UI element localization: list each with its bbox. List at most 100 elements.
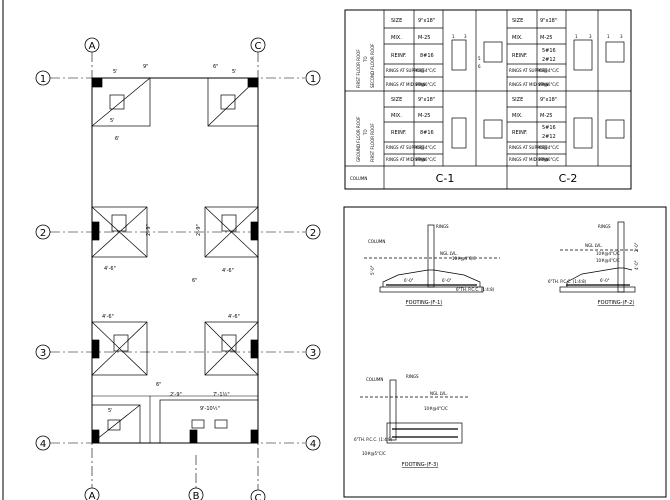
label-rings-support: RINGS AT SUPPORT bbox=[509, 145, 548, 150]
sec-num: 3 bbox=[620, 34, 623, 39]
label-rings-mid: RINGS AT MID SPAN bbox=[509, 82, 548, 87]
footing-bars-label: 10#@4"C/C bbox=[596, 251, 620, 256]
value-size: 9"x18" bbox=[418, 97, 435, 103]
footing-bars-label: 10#@4"C/C bbox=[424, 406, 448, 411]
label-mix: MIX. bbox=[512, 113, 523, 119]
value-reinf-bot: 2#12 bbox=[542, 57, 556, 63]
label-rings-support: RINGS AT SUPPORT bbox=[386, 68, 425, 73]
grid-label-1-left: 1 bbox=[40, 74, 46, 85]
value-reinf: 8#16 bbox=[420, 53, 434, 59]
footing-rings-label: RINGS bbox=[406, 374, 419, 379]
sec-num: 5 bbox=[478, 56, 481, 61]
footing-bars-label: 10#@5"C/C bbox=[362, 451, 386, 456]
value-rings-mid: #8@6"C/C bbox=[415, 157, 436, 162]
footing-pad-4b bbox=[159, 399, 259, 444]
footing-dim: 4'-0" bbox=[634, 260, 639, 270]
value-size: 9"x18" bbox=[540, 97, 557, 103]
label-mix: MIX. bbox=[391, 113, 402, 119]
footing-f1-section bbox=[364, 224, 500, 293]
value-mix: M-25 bbox=[540, 113, 552, 119]
value-reinf-top: 5#16 bbox=[542, 125, 556, 131]
dim-text: 6' bbox=[115, 136, 120, 142]
dim-text: 9'-10½" bbox=[200, 405, 220, 412]
footing-ngl-label: NGL LVL. bbox=[430, 391, 448, 396]
dim-text: 9" bbox=[143, 64, 148, 70]
grid-label-1-right: 1 bbox=[310, 74, 316, 85]
sec-num: 1 bbox=[452, 34, 455, 39]
dim-text: 6" bbox=[156, 382, 161, 388]
label-rings-mid: RINGS AT MID SPAN bbox=[386, 157, 425, 162]
floor-label-bottom: GROUND FLOOR ROOF bbox=[356, 116, 361, 162]
grid-label-2-left: 2 bbox=[40, 228, 46, 239]
dim-text: 2'-9" bbox=[146, 224, 152, 236]
footing-pad-1a bbox=[91, 77, 151, 127]
footing-text: COLUMN RINGS NGL LVL. 10#@4"C/C 6"TH. P.… bbox=[354, 224, 639, 468]
dim-text: 6" bbox=[192, 278, 197, 284]
footing-dim: 2'-0" bbox=[634, 242, 639, 252]
label-rings-mid: RINGS AT MID SPAN bbox=[386, 82, 425, 87]
footing-pad-3a bbox=[91, 321, 148, 376]
grid-label-4-right: 4 bbox=[310, 439, 316, 450]
footing-pcc-label: 6"TH. P.C.C. (1:4:8) bbox=[548, 279, 587, 284]
label-size: SIZE bbox=[391, 97, 402, 103]
label-size: SIZE bbox=[512, 18, 523, 24]
label-mix: MIX. bbox=[512, 35, 523, 41]
column-name-c1: C-1 bbox=[436, 172, 455, 185]
footing-pcc-label: 6"TH. P.C.C. (1:4:8) bbox=[354, 437, 393, 442]
grid-label-4-left: 4 bbox=[40, 439, 46, 450]
floor-label-bottom: TO bbox=[363, 129, 368, 136]
footing-bars-label: 10#@4"C/C bbox=[452, 256, 476, 261]
footing-pad-1c bbox=[207, 77, 259, 127]
footing-sections bbox=[343, 206, 667, 498]
value-reinf-top: 5#16 bbox=[542, 48, 556, 54]
footing-pad-2a bbox=[91, 206, 148, 258]
dim-text: 4'-6" bbox=[222, 268, 234, 274]
label-reinf: REINF. bbox=[391, 53, 407, 59]
grid-label-2-right: 2 bbox=[310, 228, 316, 239]
value-size: 9"x18" bbox=[418, 18, 435, 24]
value-mix: M-25 bbox=[418, 113, 430, 119]
label-size: SIZE bbox=[512, 97, 523, 103]
sec-num: 3 bbox=[589, 34, 592, 39]
sec-num: 3 bbox=[464, 34, 467, 39]
grid-label-b-bottom: B bbox=[193, 491, 200, 500]
column-name-c2: C-2 bbox=[559, 172, 578, 185]
footing-f3-section bbox=[360, 379, 470, 444]
footing-ngl-label: NGL LVL. bbox=[440, 251, 458, 256]
label-rings-support: RINGS AT SUPPORT bbox=[509, 68, 548, 73]
footing-bars-label: 10#@4"C/C bbox=[596, 258, 620, 263]
dim-text: 2'-9" bbox=[196, 224, 202, 236]
label-reinf: REINF. bbox=[512, 130, 528, 136]
footing-pad-3c bbox=[204, 321, 259, 376]
value-rings-mid: #8@6"C/C bbox=[415, 82, 436, 87]
label-size: SIZE bbox=[391, 18, 402, 24]
floor-label-bottom: FIRST FLOOR ROOF bbox=[370, 123, 375, 162]
label-mix: MIX. bbox=[391, 35, 402, 41]
dim-text: 7'-1½" bbox=[213, 391, 230, 398]
footing-dim: 6'-0" bbox=[404, 278, 414, 283]
dim-text: 4'-6" bbox=[102, 314, 114, 320]
grid-label-3-right: 3 bbox=[310, 348, 316, 359]
label-reinf: REINF. bbox=[391, 130, 407, 136]
schedule-text: FIRST FLOOR ROOF TO SECOND FLOOR ROOF GR… bbox=[350, 18, 623, 185]
label-rings-support: RINGS AT SUPPORT bbox=[386, 145, 425, 150]
dim-text: 5' bbox=[108, 408, 113, 414]
column-header: COLUMN bbox=[350, 176, 367, 181]
dim-text: 5' bbox=[232, 69, 237, 75]
column-schedule bbox=[344, 9, 632, 190]
footing-rings-label: RINGS bbox=[598, 224, 611, 229]
floor-label-top: SECOND FLOOR ROOF bbox=[370, 43, 375, 88]
footing-pad-2c bbox=[204, 206, 259, 258]
label-rings-mid: RINGS AT MID SPAN bbox=[509, 157, 548, 162]
value-rings-mid: #8@6"C/C bbox=[538, 157, 559, 162]
grid-bubbles: A C 1 1 2 2 3 3 4 4 A B C bbox=[35, 37, 321, 500]
plan-dimensions: 5' 9" 6" 5' 5' 6' 4'-6" 4'-6" 4'-6" 4'-6… bbox=[102, 64, 240, 414]
value-rings-mid: #8@6"C/C bbox=[538, 82, 559, 87]
floor-label-top: TO bbox=[363, 56, 368, 63]
grid-label-a-top: A bbox=[89, 41, 96, 52]
label-reinf: REINF. bbox=[512, 53, 528, 59]
footing-f2-section bbox=[559, 221, 640, 293]
value-reinf: 8#16 bbox=[420, 130, 434, 136]
footing-title-f2: FOOTING-(F-2) bbox=[598, 300, 635, 306]
value-mix: M-25 bbox=[418, 35, 430, 41]
